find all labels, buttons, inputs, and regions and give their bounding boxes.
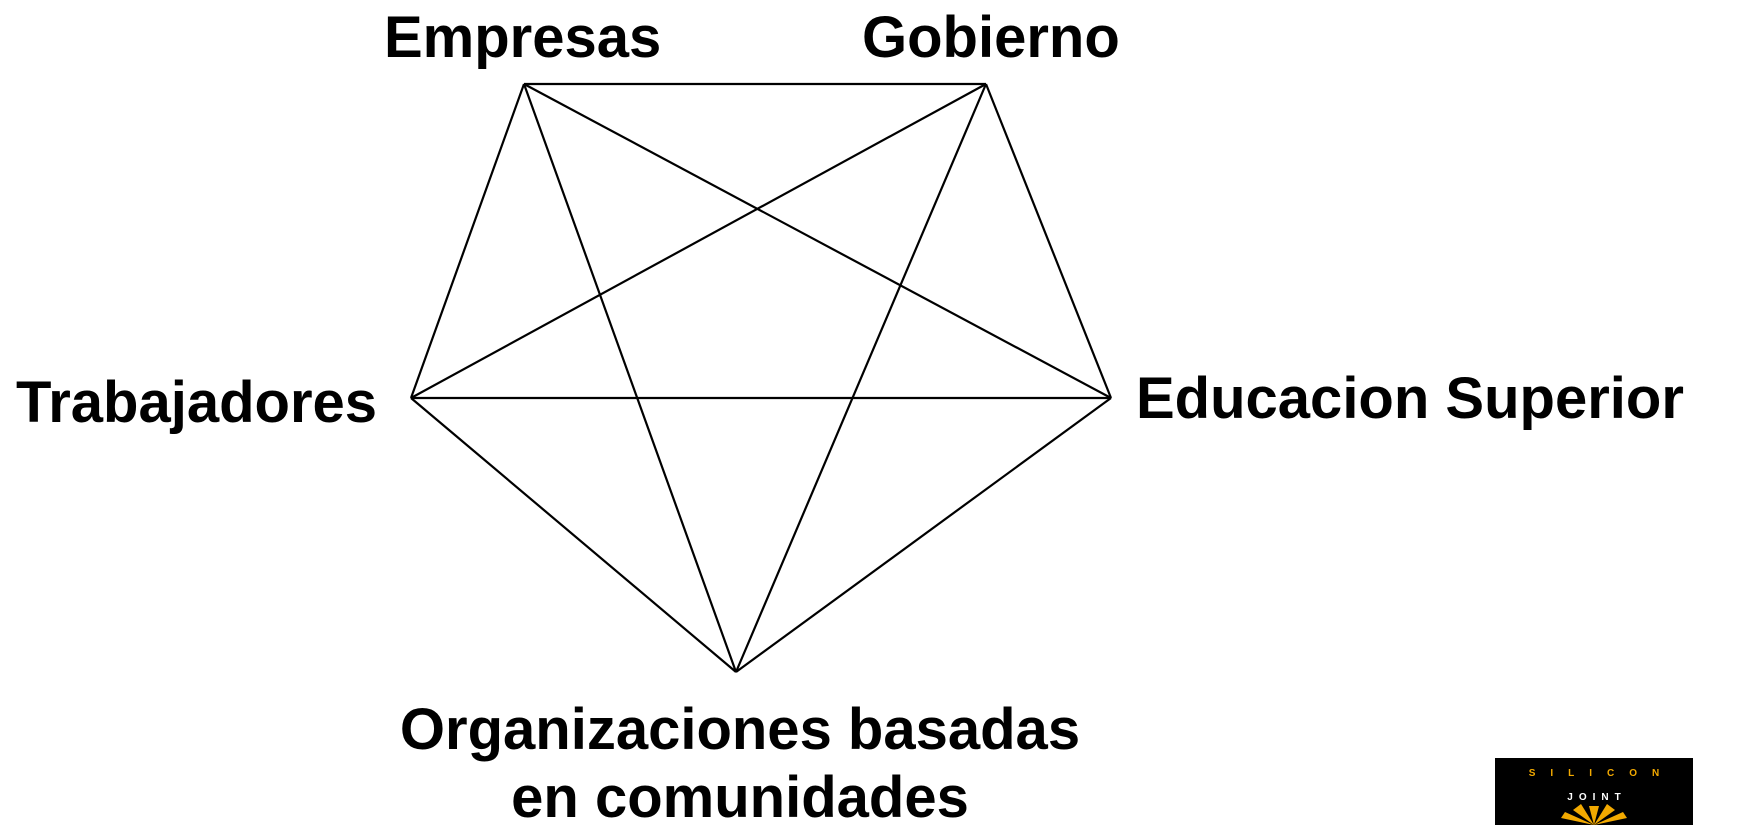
silicon-joint-logo: SILICON JOINT: [1495, 758, 1693, 825]
edge-empresas-trabajadores: [409, 83, 526, 399]
edge-trabajadores-organizaciones: [410, 397, 737, 673]
node-label-gobierno: Gobierno: [862, 5, 1120, 70]
edge-educacion-organizaciones: [735, 397, 1112, 673]
node-label-organizaciones-line2: en comunidades: [511, 765, 969, 830]
edge-gobierno-organizaciones: [734, 83, 988, 673]
edge-empresas-educacion: [523, 83, 1112, 399]
node-label-empresas: Empresas: [384, 5, 662, 70]
sunburst-icon: [1561, 804, 1627, 825]
node-label-organizaciones: Organizaciones basadas en comunidades: [340, 696, 1140, 832]
logo-bottom-text: JOINT: [1567, 792, 1627, 803]
node-label-trabajadores: Trabajadores: [16, 370, 378, 435]
node-label-organizaciones-line1: Organizaciones basadas: [399, 697, 1081, 762]
edge-gobierno-trabajadores: [410, 83, 987, 399]
edge-gobierno-educacion: [984, 83, 1113, 399]
edge-empresas-organizaciones: [522, 83, 738, 673]
node-label-educacion-superior: Educacion Superior: [1136, 366, 1684, 431]
logo-top-text: SILICON: [1528, 768, 1675, 779]
